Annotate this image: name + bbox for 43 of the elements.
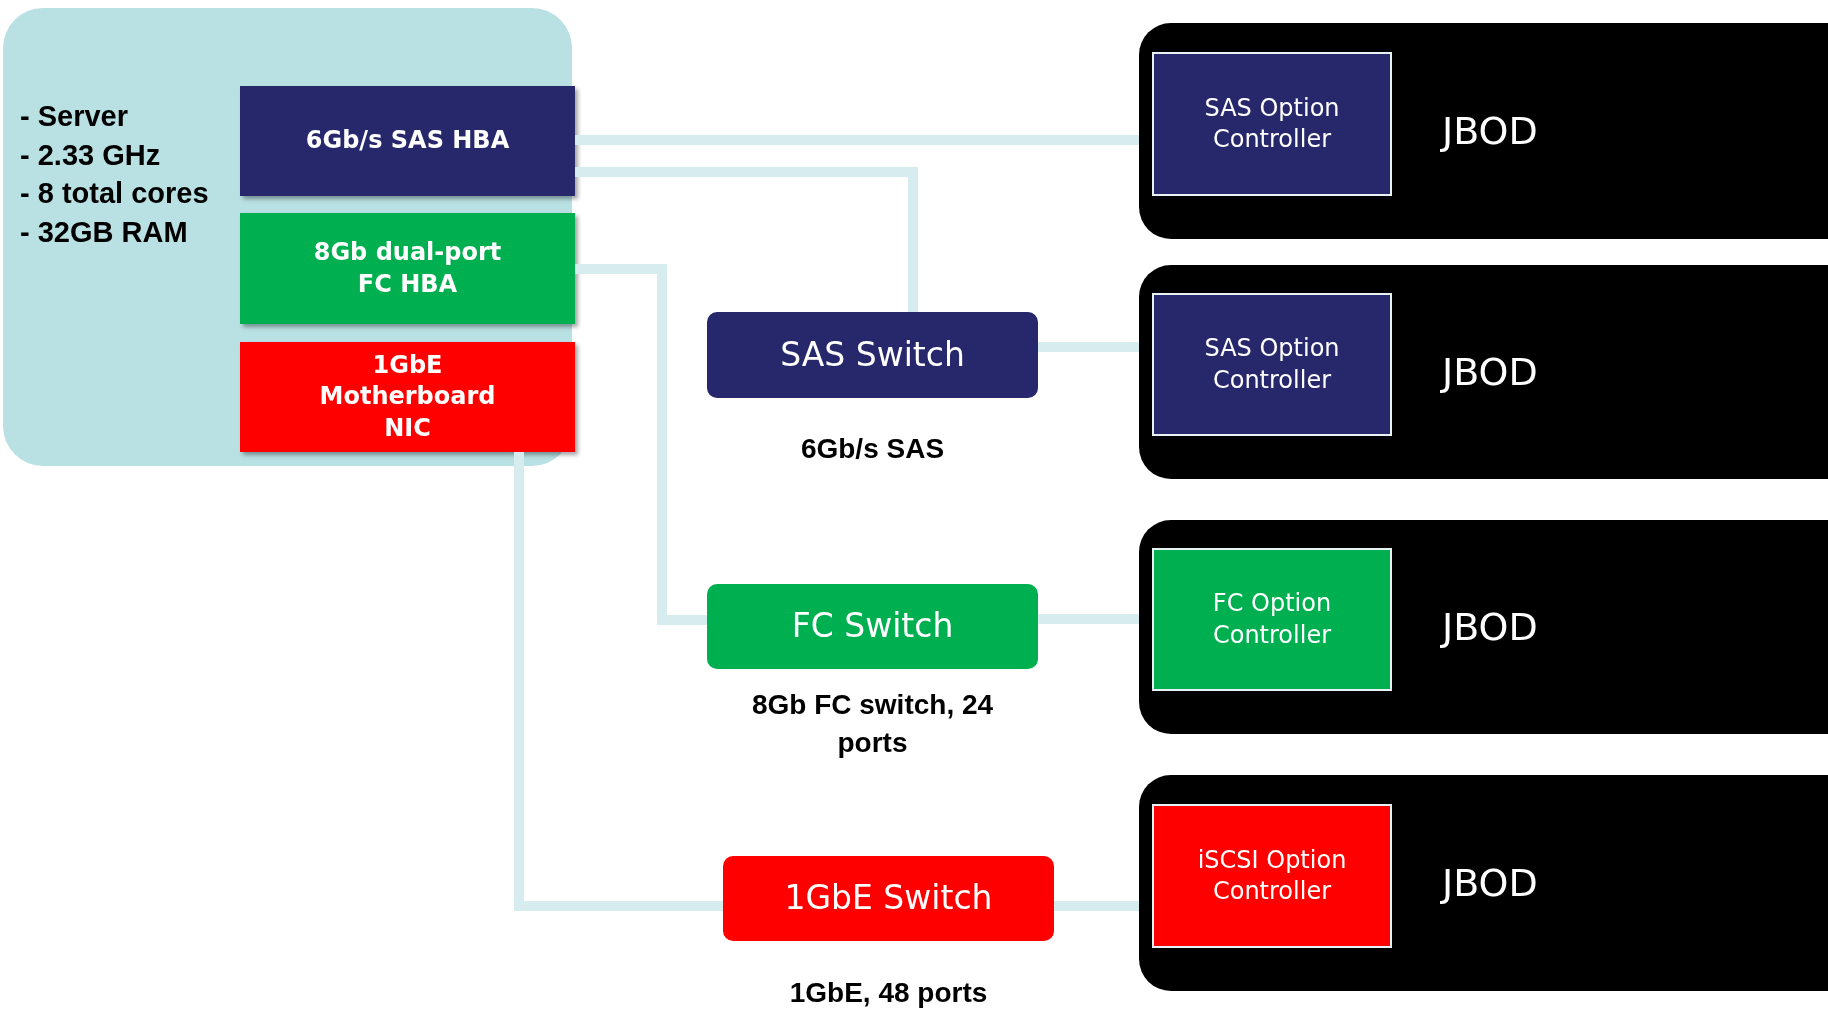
enclosure-label: JBOD [1442,350,1538,394]
network-switch [707,584,1038,669]
controller-card [1152,52,1392,196]
spec-text: - 32GB RAM [20,215,188,249]
enclosure-label: JBOD [1442,109,1538,153]
adapter-card [240,342,575,452]
spec-text: - 2.33 GHz [20,138,161,172]
card-label: 6Gb/s SAS HBA [305,125,510,157]
card-label: 8Gb dual-port FC HBA [312,237,503,300]
enclosure-label: JBOD [1442,605,1538,649]
network-switch [707,312,1038,398]
controller-card [1152,804,1392,948]
card-label: SAS Option Controller [1203,92,1341,155]
connector-line [1038,342,1139,352]
storage-enclosure [1139,520,1828,734]
switch-caption: 6Gb/s SAS [799,432,946,466]
switch-label: SAS Switch [780,333,965,376]
adapter-card [240,86,575,196]
connector-line [575,167,918,312]
switch-label: FC Switch [791,605,954,648]
card-label: SAS Option Controller [1203,333,1341,396]
switch-caption: 1GbE, 48 ports [788,976,989,1010]
spec-text: - Server [20,100,128,133]
switch-label: 1GbE Switch [784,877,993,920]
switch-caption: 8Gb FC switch, 24 ports [750,688,995,760]
adapter-card [240,213,575,324]
storage-enclosure [1139,23,1828,239]
connector-line [575,135,1139,145]
card-label: 1GbE Motherboard NIC [318,350,497,444]
connector-line [514,452,723,911]
storage-enclosure [1139,265,1828,479]
server-panel [3,8,572,466]
connector-line [1038,614,1139,624]
connector-line [575,264,707,625]
enclosure-label: JBOD [1442,861,1538,905]
storage-enclosure [1139,775,1828,991]
spec-text: - 8 total cores [20,177,209,210]
controller-card [1152,293,1392,436]
card-label: iSCSI Option Controller [1196,844,1348,907]
controller-card [1152,548,1392,691]
network-switch [723,856,1054,941]
card-label: FC Option Controller [1211,588,1333,651]
connector-line [1054,901,1139,911]
